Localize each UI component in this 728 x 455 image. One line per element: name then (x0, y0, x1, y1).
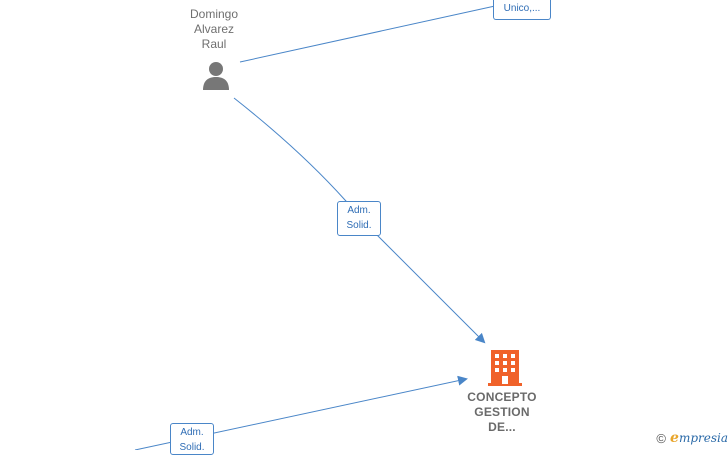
brand-rest: mpresia (678, 431, 728, 445)
person-icon[interactable] (201, 60, 231, 92)
company-name[interactable]: CONCEPTO GESTION DE... (467, 390, 537, 434)
copyright-symbol: © (656, 430, 667, 446)
person-name[interactable]: Domingo Alvarez Raul (189, 7, 239, 51)
edge-label-person-company[interactable]: Adm. Solid. (337, 201, 381, 236)
edge-line-person-company (233, 97, 486, 344)
edge-label-top-right[interactable]: Unico,... (493, 0, 551, 20)
edge-line-top-right (239, 5, 496, 63)
building-icon[interactable] (488, 350, 522, 386)
edge-label-bottom-left[interactable]: Adm. Solid. (170, 423, 214, 455)
copyright-notice: © empresia (656, 430, 728, 446)
brand-initial: e (670, 430, 679, 446)
empresia-logo[interactable]: empresia (670, 430, 728, 446)
